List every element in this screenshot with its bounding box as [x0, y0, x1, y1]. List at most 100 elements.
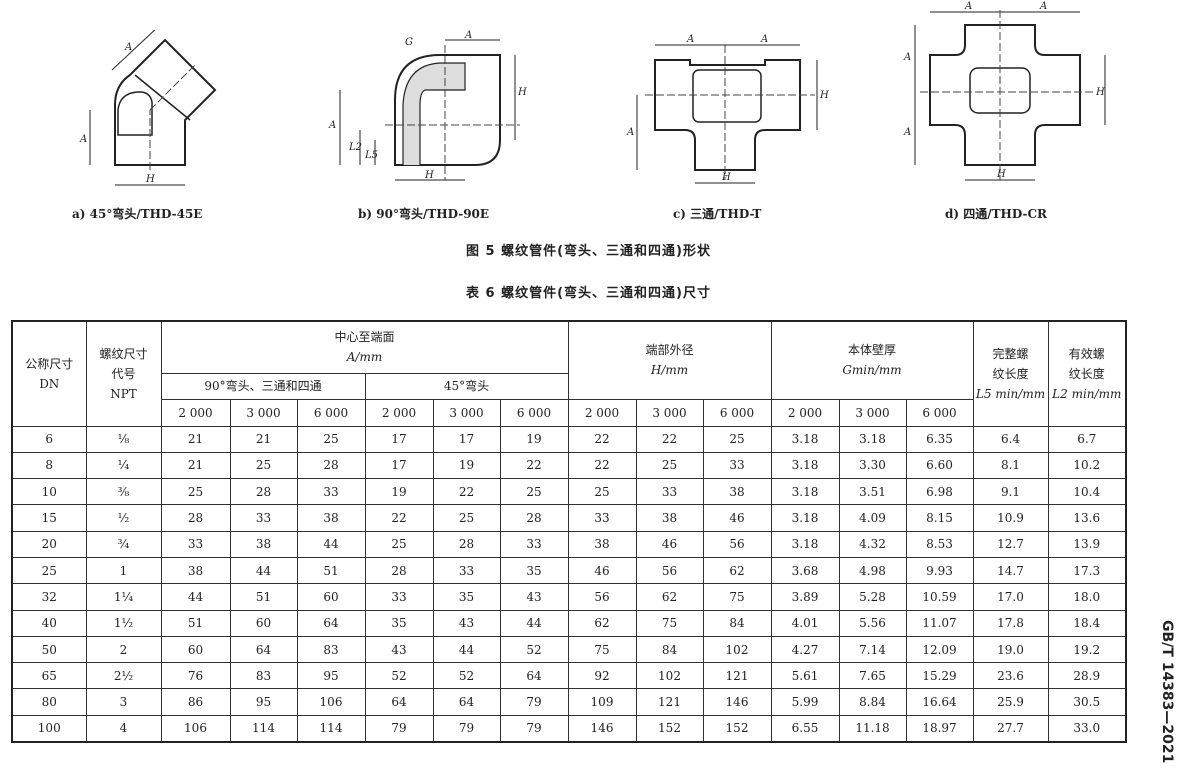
dim-label-g: G: [405, 37, 413, 48]
table-cell: 50: [11, 635, 87, 664]
table-cell: 32: [11, 583, 87, 611]
dim-label-l5: L5: [364, 150, 378, 161]
table-cell: 44: [432, 635, 501, 664]
table-cell: 95: [296, 662, 366, 690]
table-cell: 2: [85, 635, 162, 664]
table-cell: 28: [432, 530, 501, 558]
table-cell: 33: [635, 478, 704, 506]
table-cell: 5.56: [838, 609, 907, 637]
table-cell: 33: [160, 530, 231, 558]
table-cell: 22: [567, 451, 637, 480]
table-cell: 51: [296, 556, 366, 585]
table-cell: 18.97: [905, 714, 974, 743]
table-cell: 6.55: [770, 714, 840, 743]
dim-label-h: H: [819, 90, 829, 101]
table-cell: 9.93: [905, 556, 974, 585]
table-cell: 28: [499, 504, 569, 532]
table-cell: 6: [11, 425, 87, 453]
table-cell: 18.4: [1047, 609, 1127, 637]
table-cell: 23.6: [972, 662, 1049, 690]
table-cell: 33: [499, 530, 569, 558]
table-cell: 44: [160, 583, 231, 611]
table-cell: 11.18: [838, 714, 907, 743]
table-cell: 44: [296, 530, 366, 558]
table-cell: 52: [499, 635, 569, 664]
dim-label-a: A: [964, 1, 972, 12]
table-cell: 6.7: [1047, 425, 1127, 453]
header-pressure-class: 3 000: [838, 398, 907, 427]
table-cell: 14.7: [972, 556, 1049, 585]
table-cell: 33.0: [1047, 714, 1127, 743]
table-cell: 3.18: [838, 425, 907, 453]
table-cell: 33: [567, 504, 637, 532]
table-cell: 60: [229, 609, 298, 637]
table-cell: 5.61: [770, 662, 840, 690]
table-cell: 28: [160, 504, 231, 532]
table-cell: ¾: [85, 530, 162, 558]
table-cell: 17.0: [972, 583, 1049, 611]
dim-label-a: A: [686, 34, 694, 45]
table-cell: 46: [635, 530, 704, 558]
dim-label-a: A: [124, 42, 132, 53]
table-cell: 33: [702, 451, 772, 480]
table-cell: ¼: [85, 451, 162, 480]
header-pressure-class: 2 000: [160, 398, 231, 427]
dim-label-a: A: [626, 127, 634, 138]
table-cell: 46: [702, 504, 772, 532]
table-cell: 60: [296, 583, 366, 611]
table-cell: 8.1: [972, 451, 1049, 480]
table-cell: 10.59: [905, 583, 974, 611]
table-cell: 21: [229, 425, 298, 453]
table-cell: 146: [702, 688, 772, 716]
table-cell: 11.07: [905, 609, 974, 637]
table-cell: 22: [567, 425, 637, 453]
table-cell: 7.14: [838, 635, 907, 664]
table-cell: 7.65: [838, 662, 907, 690]
table-cell: 28: [364, 556, 434, 585]
table-cell: 38: [635, 504, 704, 532]
header-pressure-class: 6 000: [296, 398, 366, 427]
table-cell: 64: [499, 662, 569, 690]
table-cell: 79: [432, 714, 501, 743]
dim-label-a: A: [464, 30, 472, 41]
table-cell: 25.9: [972, 688, 1049, 716]
table-cell: 3.18: [770, 478, 840, 506]
dim-label-a: A: [79, 134, 87, 145]
table-cell: 10.2: [1047, 451, 1127, 480]
table-cell: 56: [567, 583, 637, 611]
table-cell: 17.8: [972, 609, 1049, 637]
dim-label-l2: L2: [348, 142, 362, 153]
table-cell: 44: [499, 609, 569, 637]
table-cell: 19: [432, 451, 501, 480]
figure-cross: A A A A H H: [900, 0, 1120, 195]
figure-caption-d: d) 四通/THD-CR: [945, 207, 1048, 221]
table-cell: 10: [11, 478, 87, 506]
table-cell: 21: [160, 451, 231, 480]
table-cell: 1½: [85, 609, 162, 637]
table-cell: 18.0: [1047, 583, 1127, 611]
header-pressure-class: 2 000: [770, 398, 840, 427]
table-cell: 3.68: [770, 556, 840, 585]
table-cell: 83: [296, 635, 366, 664]
table-cell: 44: [229, 556, 298, 585]
table-cell: 43: [432, 609, 501, 637]
table-cell: 1: [85, 556, 162, 585]
table-cell: 38: [296, 504, 366, 532]
table-cell: 22: [432, 478, 501, 506]
table-cell: 100: [11, 714, 87, 743]
dim-label-h: H: [517, 87, 527, 98]
table-cell: 152: [635, 714, 704, 743]
table-cell: 52: [364, 662, 434, 690]
figure-caption-c: c) 三通/THD-T: [673, 207, 762, 221]
table-cell: 19.0: [972, 635, 1049, 664]
table-cell: 84: [702, 609, 772, 637]
table-cell: 46: [567, 556, 637, 585]
